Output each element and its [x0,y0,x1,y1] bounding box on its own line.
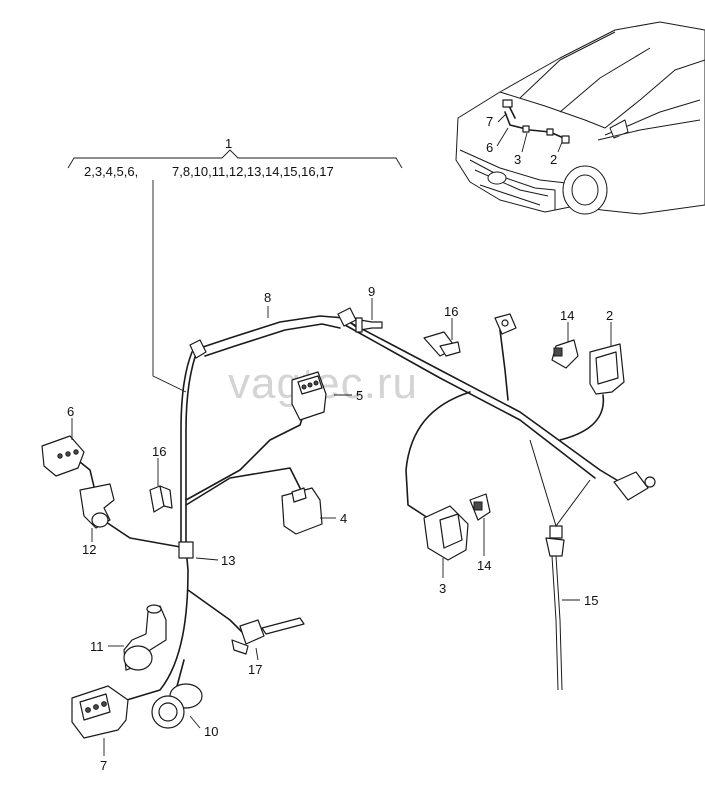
part-15-cable-tie [545,525,565,691]
group-main-number: 1 [225,136,232,151]
callout-16-right: 16 [444,304,458,319]
car-callout-2: 2 [550,152,557,167]
part-11-elbow-sleeve [123,604,167,671]
part-2-connector [589,343,625,395]
part-6-connector [41,435,85,477]
car-callout-6: 6 [486,140,493,155]
part-16-bracket-right [423,331,461,357]
part-5-connector [291,371,327,421]
car-callout-7: 7 [486,114,493,129]
callout-11: 11 [90,639,104,654]
callout-16-left: 16 [152,444,166,459]
callout-4: 4 [340,511,347,526]
part-10-grommet [151,683,203,729]
part-4-connector [281,487,323,535]
part-9-rivet [355,317,383,333]
callout-2: 2 [606,308,613,323]
part-14-bolt-top [551,339,579,369]
callout-5: 5 [356,388,363,403]
part-8-sleeve-clip [189,307,357,359]
part-7-connector [71,685,129,739]
callout-12: 12 [82,542,96,557]
callout-numbers: 8 9 5 4 6 12 16 13 11 7 10 17 16 14 2 3 … [67,284,613,773]
part-16-bracket-left [149,485,173,513]
group-right-list: 7,8,10,11,12,13,14,15,16,17 [172,164,334,179]
group-left-list: 2,3,4,5,6, [84,164,138,179]
callout-leaders [71,298,612,756]
callout-6: 6 [67,404,74,419]
callout-15: 15 [584,593,598,608]
part-3-connector [423,505,469,561]
group-bracket: 1 2,3,4,5,6, 7,8,10,11,12,13,14,15,16,17 [67,136,403,393]
callout-9: 9 [368,284,375,299]
part-14-bolt-lower [469,493,491,521]
car-callout-3: 3 [514,152,521,167]
callout-17: 17 [248,662,262,677]
callout-14-top: 14 [560,308,574,323]
callout-10: 10 [204,724,218,739]
part-17-clip [231,617,305,655]
car-inset: 7 6 3 2 [455,21,705,215]
part-12-holder [79,483,115,529]
harness-end-right [613,471,656,501]
callout-7: 7 [100,758,107,773]
part-13-clip [178,541,194,559]
callout-14-lower: 14 [477,558,491,573]
callout-8: 8 [264,290,271,305]
callout-3: 3 [439,581,446,596]
callout-13: 13 [221,553,235,568]
ground-terminal-top [494,313,517,335]
harness-wires [74,315,631,703]
